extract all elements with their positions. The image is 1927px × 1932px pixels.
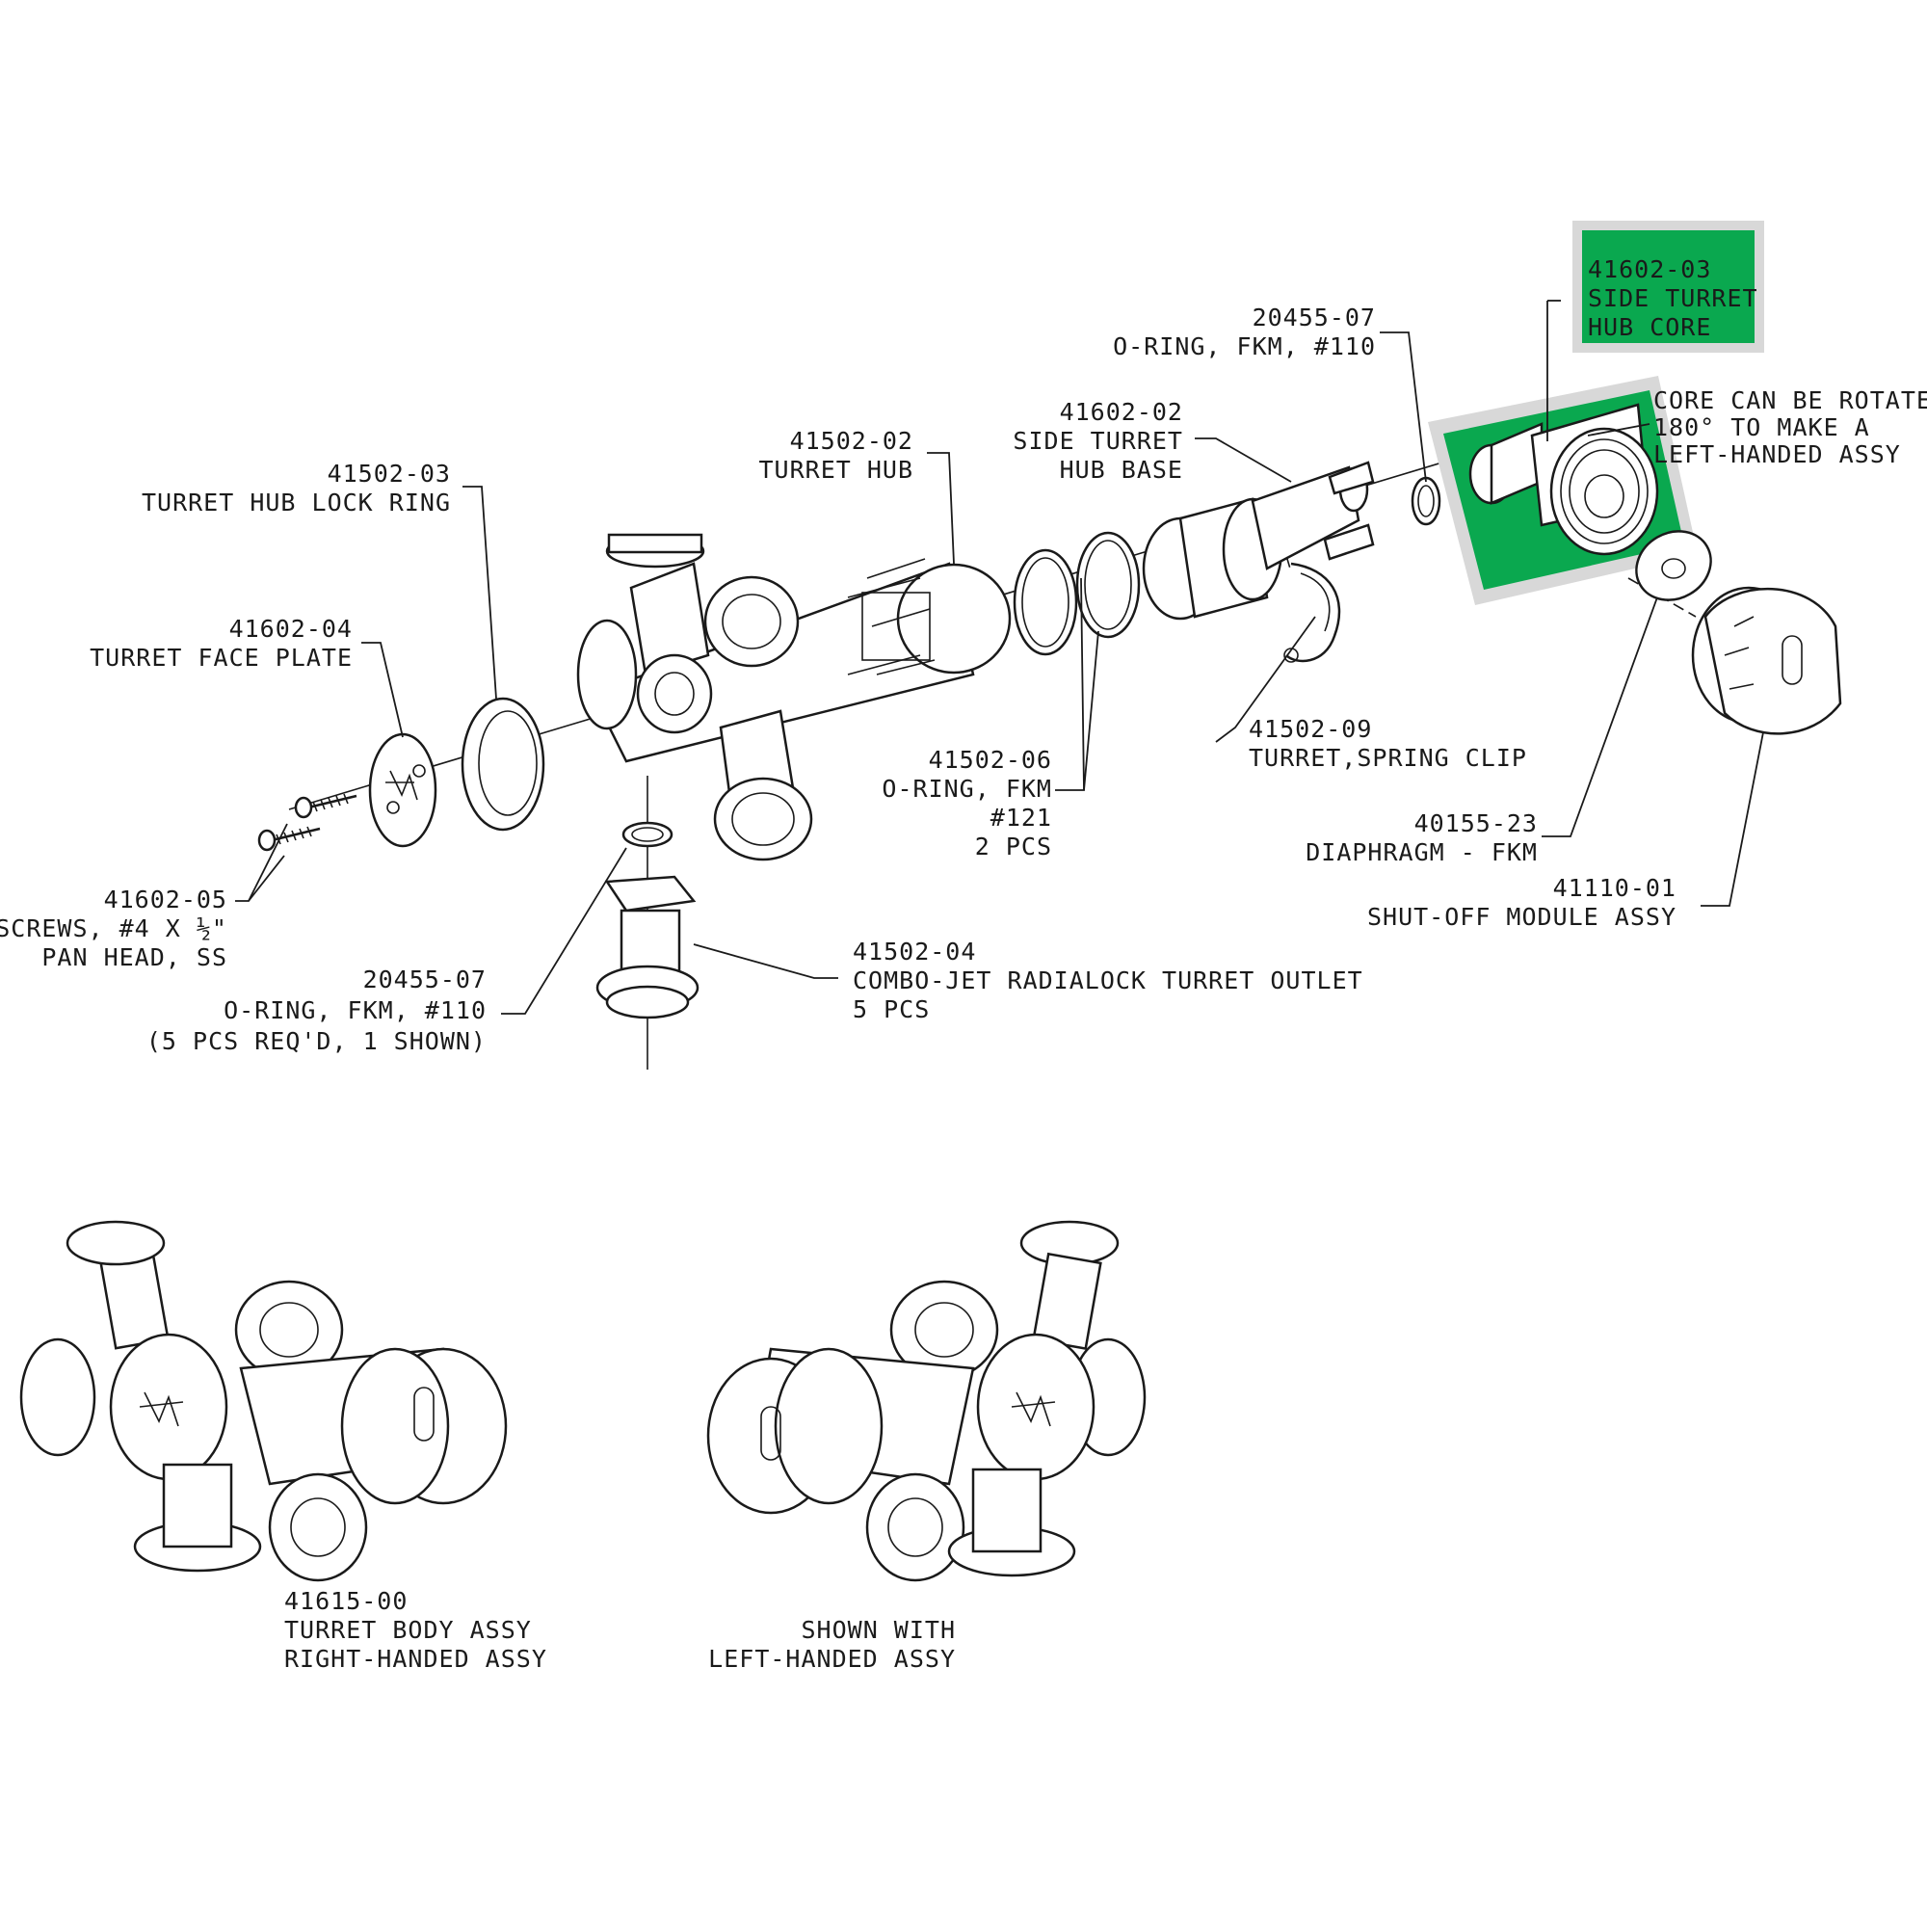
hub-base-part-number: 41602-02 [1060,398,1183,426]
diaphragm-desc: DIAPHRAGM - FKM [1306,838,1538,866]
spring-clip-desc: TURRET,SPRING CLIP [1249,744,1527,772]
core-note-line-2: 180° TO MAKE A [1653,413,1870,441]
callout-face-plate: 41602-04 TURRET FACE PLATE [90,615,353,672]
face-plate-desc: TURRET FACE PLATE [90,644,353,672]
leader-lines [235,331,1764,1015]
oring-top-desc: O-RING, FKM, #110 [1113,332,1376,360]
oring-110-part [1411,476,1441,526]
oring-121-part-number: 41502-06 [929,746,1052,774]
face-plate-part-number: 41602-04 [229,615,353,643]
shutoff-part-number: 41110-01 [1553,874,1676,902]
callout-oring-121: 41502-06 O-RING, FKM #121 2 PCS [882,746,1052,860]
callout-outlet: 41502-04 COMBO-JET RADIALOCK TURRET OUTL… [853,938,1363,1023]
callout-turret-hub: 41502-02 TURRET HUB [758,427,913,484]
callout-screws: 41602-05 SCREWS, #4 X ½" PAN HEAD, SS [0,886,227,971]
hub-base-line-1: SIDE TURRET [1013,427,1183,455]
screw-parts [257,793,357,852]
hub-core-line-2: HUB CORE [1588,313,1711,341]
hub-core-part-number: 41602-03 [1588,255,1711,283]
oring-121-line-2: #121 [990,804,1052,832]
callout-hub-base: 41602-02 SIDE TURRET HUB BASE [1013,398,1183,484]
oring-121-line-3: 2 PCS [975,833,1052,860]
face-plate-part [368,732,437,848]
left-handed-assembly [706,1220,1147,1582]
oring-outlet-part-number: 20455-07 [363,966,487,993]
callout-hub-core: 41602-03 SIDE TURRET HUB CORE [1588,255,1758,341]
core-note-line-1: CORE CAN BE ROTATED [1653,386,1927,414]
outlet-part-number: 41502-04 [853,938,976,966]
turret-hub-part-number: 41502-02 [790,427,913,455]
callout-oring-top: 20455-07 O-RING, FKM, #110 [1113,304,1376,360]
callout-lock-ring: 41502-03 TURRET HUB LOCK RING [142,460,451,516]
callout-shutoff: 41110-01 SHUT-OFF MODULE ASSY [1367,874,1676,931]
callout-oring-outlet: 20455-07 O-RING, FKM, #110 (5 PCS REQ'D,… [146,966,487,1055]
orings-121-part [1013,531,1141,656]
turret-hub-desc: TURRET HUB [758,456,913,484]
oring-top-part-number: 20455-07 [1253,304,1376,331]
outlet-part [595,821,700,1019]
outlet-line-2: 5 PCS [853,995,930,1023]
callout-left-assy: SHOWN WITH LEFT-HANDED ASSY [708,1616,956,1673]
hub-core-part [1468,300,1659,556]
screws-line-1: SCREWS, #4 X ½" [0,914,227,942]
diaphragm-part [1635,530,1712,601]
callout-spring-clip: 41502-09 TURRET,SPRING CLIP [1249,715,1527,772]
callout-body-assy: 41615-00 TURRET BODY ASSY RIGHT-HANDED A… [284,1587,547,1673]
right-handed-assembly [19,1220,508,1582]
screws-line-2: PAN HEAD, SS [41,943,227,971]
spring-clip-part [1283,562,1341,663]
body-assy-part-number: 41615-00 [284,1587,408,1615]
hub-base-part [1142,461,1375,621]
left-assy-line-1: SHOWN WITH [801,1616,956,1644]
hub-base-line-2: HUB BASE [1060,456,1183,484]
body-assy-line-1: TURRET BODY ASSY [284,1616,532,1644]
lock-ring-part-number: 41502-03 [328,460,451,488]
oring-121-line-1: O-RING, FKM [882,775,1052,803]
screws-part-number: 41602-05 [104,886,227,913]
left-assy-line-2: LEFT-HANDED ASSY [708,1645,956,1673]
callout-diaphragm: 40155-23 DIAPHRAGM - FKM [1306,809,1538,866]
turret-hub-part [576,533,1012,861]
callout-core-note: CORE CAN BE ROTATED 180° TO MAKE A LEFT-… [1653,386,1927,468]
hub-core-line-1: SIDE TURRET [1588,284,1758,312]
spring-clip-part-number: 41502-09 [1249,715,1372,743]
oring-outlet-line-2: (5 PCS REQ'D, 1 SHOWN) [146,1027,487,1055]
lock-ring-desc: TURRET HUB LOCK RING [142,489,451,516]
shutoff-desc: SHUT-OFF MODULE ASSY [1367,903,1676,931]
core-note-line-3: LEFT-HANDED ASSY [1653,440,1901,468]
oring-outlet-line-1: O-RING, FKM, #110 [224,996,487,1024]
shutoff-module-part [1691,586,1842,735]
body-assy-line-2: RIGHT-HANDED ASSY [284,1645,547,1673]
outlet-line-1: COMBO-JET RADIALOCK TURRET OUTLET [853,966,1363,994]
diaphragm-part-number: 40155-23 [1414,809,1538,837]
lock-ring-part [461,697,545,832]
